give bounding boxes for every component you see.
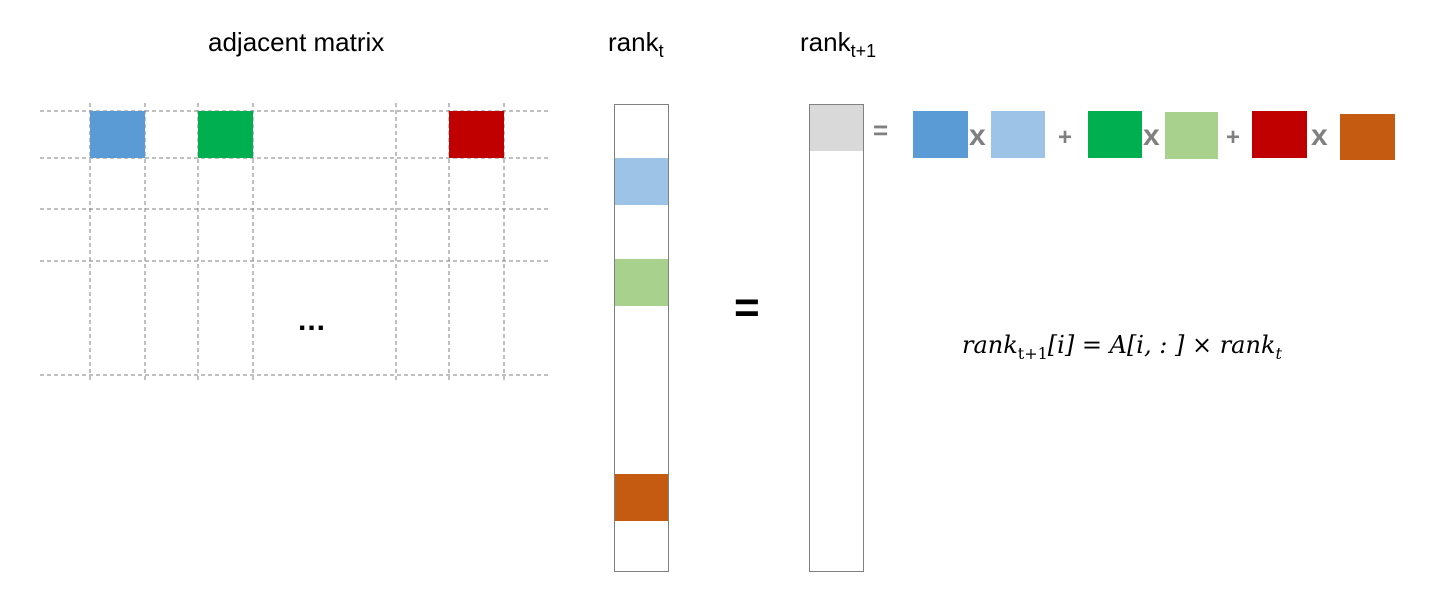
rank-t-cell-light-blue [615,158,668,205]
rank-t-title-subscript: t [658,41,664,61]
rank-t-title: rankt [608,27,664,60]
rank-t1-title-base: rank [800,27,851,57]
rank-t1-cell-gray [810,105,863,151]
rank-t-cell-orange [615,474,668,521]
term-orange-square [1340,114,1395,160]
rank-t-title-base: rank [608,27,659,57]
equals-sign: = [734,283,760,332]
formula-lhs-subscript: t+1 [1017,344,1048,363]
expansion-equals-sign: = [873,115,889,145]
term-light-blue-square [991,111,1045,158]
rank-t-vector [614,104,669,572]
formula-times: × [1191,331,1213,359]
times-sign: x [969,119,986,152]
plus-sign: + [1058,124,1073,151]
rank-t1-title: rankt+1 [800,27,876,60]
adjacent-matrix-grid [40,103,549,381]
term-blue-square [913,111,968,158]
rank-t1-vector [809,104,864,572]
term-green-square [1088,111,1142,158]
times-sign: x [1143,119,1160,152]
term-light-green-square [1165,112,1218,159]
matrix-cell-red [449,111,504,158]
matrix-cell-blue [90,111,145,158]
matrix-ellipsis: ... [298,304,327,337]
rank-t-cell-light-green [615,259,668,306]
rank-update-formula: rankt+1[i] = A[i, : ] × rankt [962,331,1282,362]
times-sign: x [1311,119,1328,152]
formula-rhs-matrix: A [1109,331,1127,359]
formula-equals: = [1081,331,1102,359]
rank-t1-title-subscript: t+1 [850,41,877,61]
matrix-cell-green [198,111,253,158]
formula-rhs-slice: [i, : ] [1126,331,1185,359]
formula-lhs-index: [i] [1047,331,1075,359]
formula-rhs-base: rank [1219,331,1276,359]
formula-lhs-base: rank [962,331,1018,359]
formula-rhs-subscript: t [1275,344,1282,363]
adjacent-matrix-title: adjacent matrix [208,27,385,57]
plus-sign: + [1226,124,1241,151]
term-red-square [1252,111,1307,158]
